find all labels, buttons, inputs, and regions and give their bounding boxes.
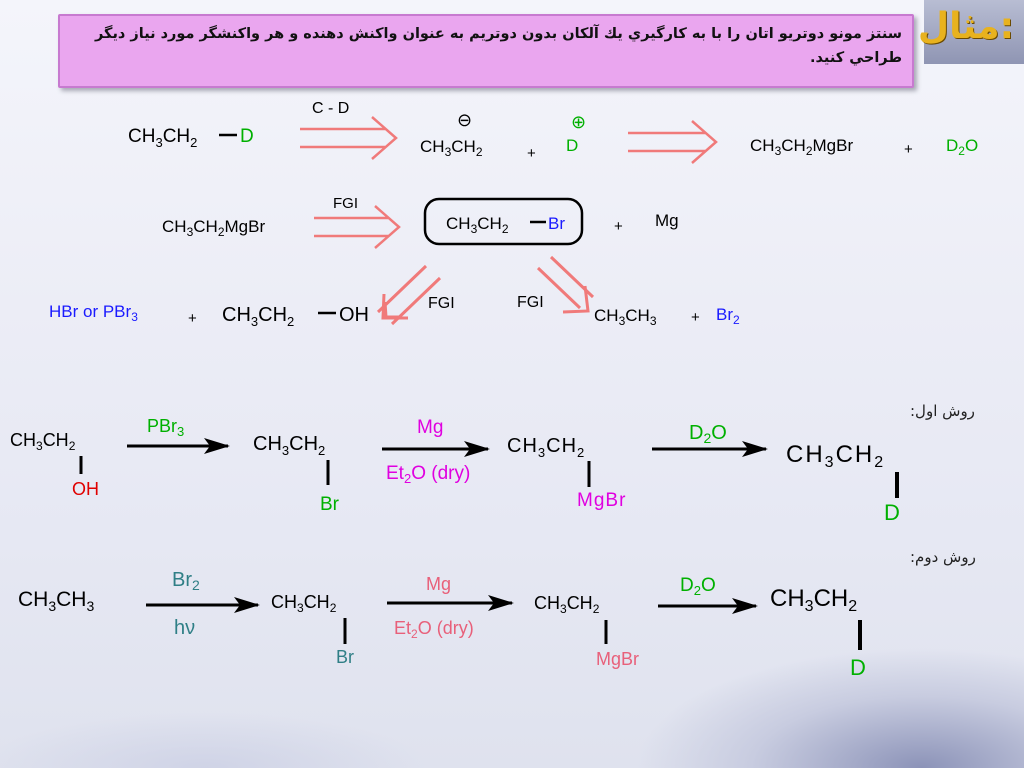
reagent-d2o: D2O xyxy=(946,136,978,158)
svg-text:Br: Br xyxy=(336,647,354,667)
target-ch3ch2d: CH3CH2 D xyxy=(128,126,254,150)
retro-arrow-1 xyxy=(300,116,398,160)
retro-arrow-fgi xyxy=(314,205,401,249)
m2-hv: hν xyxy=(174,617,195,639)
svg-text:Br: Br xyxy=(320,494,340,515)
svg-text:CH3CH2: CH3CH2 xyxy=(507,435,585,460)
m1-mg: Mg xyxy=(417,417,443,438)
svg-text:CH3CH2: CH3CH2 xyxy=(770,585,857,615)
cation-charge: ⊕ xyxy=(571,112,586,132)
background-decoration xyxy=(0,558,1024,768)
plus-2: + xyxy=(904,141,913,158)
retro-arrow-diag-left xyxy=(376,264,442,326)
synthon-anion: CH3CH2 xyxy=(420,137,483,159)
equivalent-arrow-1 xyxy=(628,120,718,164)
m1-bromoethane: CH3CH2 Br xyxy=(253,433,340,515)
m1-d2o: D2O xyxy=(689,422,727,446)
highlight-box xyxy=(423,197,584,246)
bromine-retro: Br2 xyxy=(716,305,740,327)
synthon-cation: D xyxy=(566,136,578,155)
m1-product: CH3CH2 D xyxy=(786,441,900,525)
m2-product: CH3CH2 D xyxy=(770,585,866,680)
svg-text:D: D xyxy=(240,126,254,147)
m2-et2o: Et2O (dry) xyxy=(394,618,474,641)
svg-text:CH3CH2: CH3CH2 xyxy=(10,430,76,453)
svg-text:OH: OH xyxy=(339,304,369,326)
anion-charge: ⊖ xyxy=(457,110,472,130)
svg-text:MgBr: MgBr xyxy=(577,490,626,511)
svg-text:Br: Br xyxy=(548,214,565,233)
mg-reagent: Mg xyxy=(655,211,679,230)
m2-ethane: CH3CH3 xyxy=(18,588,94,614)
svg-text:D: D xyxy=(850,655,866,680)
svg-text:CH3CH2: CH3CH2 xyxy=(222,304,294,329)
m1-et2o: Et2O (dry) xyxy=(386,463,470,486)
svg-text:CH3CH2: CH3CH2 xyxy=(786,441,885,471)
svg-text:OH: OH xyxy=(72,479,99,499)
m1-ethanol: CH3CH2 OH xyxy=(10,430,99,499)
method2-label: روش دوم: xyxy=(910,548,976,566)
m2-br2: Br2 xyxy=(172,569,200,593)
svg-text:CH3CH2: CH3CH2 xyxy=(446,214,509,236)
hbr-reagent: HBr or PBr3 xyxy=(49,302,138,324)
plus-3: + xyxy=(614,218,623,235)
m2-bromoethane: CH3CH2 Br xyxy=(271,592,354,667)
alcohol: CH3CH2 OH xyxy=(222,304,369,329)
svg-text:CH3CH2: CH3CH2 xyxy=(271,592,337,615)
fgi-label-1: FGI xyxy=(333,195,358,212)
plus-4: + xyxy=(188,310,197,327)
grignard-row2: CH3CH2MgBr xyxy=(162,217,265,239)
method1-label: روش اول: xyxy=(910,402,975,420)
reagent-grignard: CH3CH2MgBr xyxy=(750,136,853,158)
m1-pbr3: PBr3 xyxy=(147,416,184,439)
problem-statement-box: سنتز مونو دوتريو اتان را با به كارگيري ي… xyxy=(58,14,914,88)
m1-grignard: CH3CH2 MgBr xyxy=(507,435,626,511)
svg-text:CH3CH2: CH3CH2 xyxy=(253,433,325,458)
m2-grignard: CH3CH2 MgBr xyxy=(534,593,639,669)
svg-text:D: D xyxy=(884,500,900,525)
example-badge: مثال: xyxy=(918,0,1024,64)
disconnection-label: C - D xyxy=(312,100,349,117)
svg-text:MgBr: MgBr xyxy=(596,649,639,669)
problem-text: سنتز مونو دوتريو اتان را با به كارگيري ي… xyxy=(95,26,902,66)
fgi-label-right: FGI xyxy=(517,294,544,311)
plus-5: + xyxy=(691,309,700,326)
ethane-retro: CH3CH3 xyxy=(594,306,657,328)
plus-1: + xyxy=(527,145,536,162)
m2-d2o: D2O xyxy=(680,575,716,598)
svg-text:CH3CH2: CH3CH2 xyxy=(534,593,600,616)
m2-mg: Mg xyxy=(426,574,451,594)
svg-text:CH3CH2: CH3CH2 xyxy=(128,126,197,150)
retro-arrow-diag-right xyxy=(536,255,595,314)
bromide-boxed: CH3CH2 Br xyxy=(446,214,565,236)
fgi-label-left: FGI xyxy=(428,295,455,312)
example-label: مثال: xyxy=(917,6,1014,47)
